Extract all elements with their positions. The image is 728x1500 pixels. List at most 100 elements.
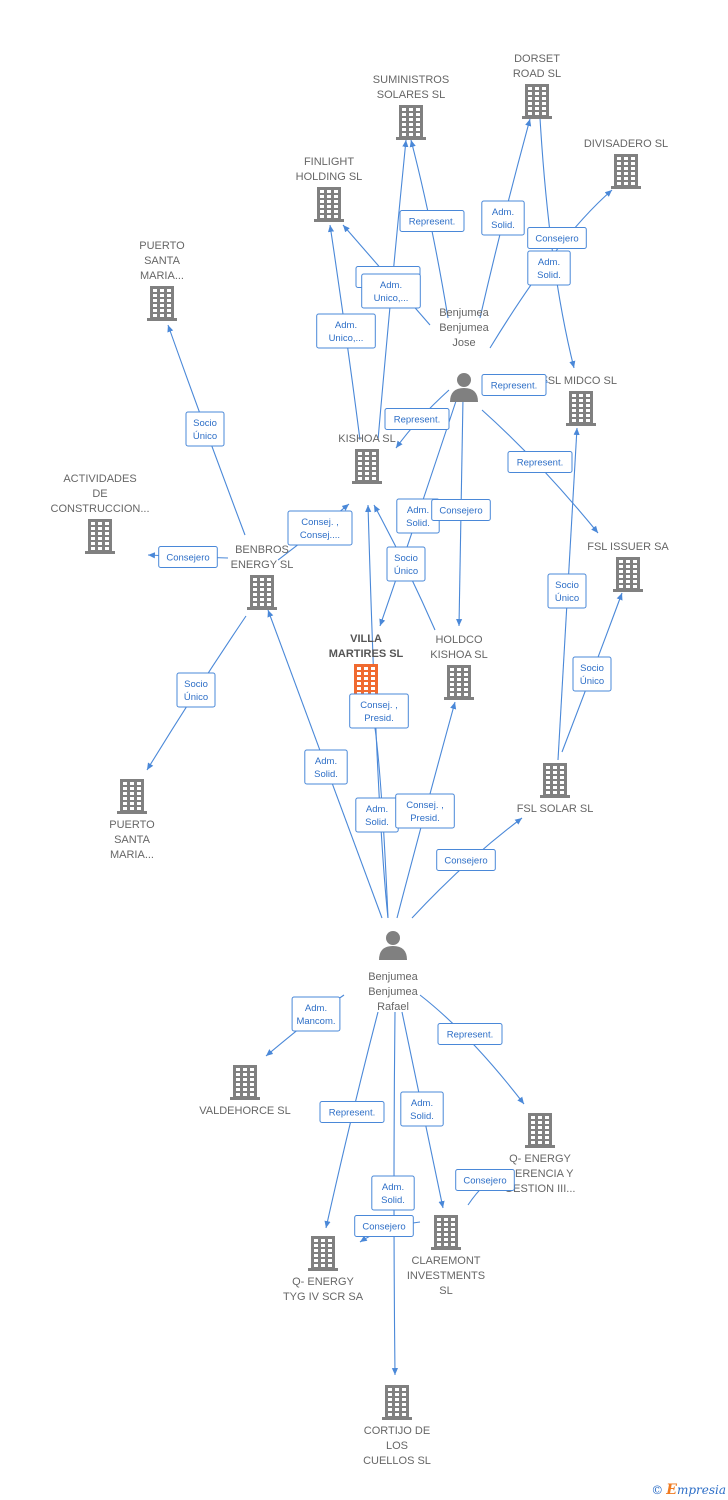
node-kishoa[interactable]: KISHOA SL	[338, 433, 396, 484]
edge-label-rafael-to-claremont[interactable]: Adm.Solid.	[400, 1091, 444, 1127]
edge-label-kishoa-to-finlight[interactable]: Adm.Unico,...	[316, 313, 376, 349]
building-window	[560, 766, 564, 769]
edge-label-rafael-to-fslsolar[interactable]: Consejero	[436, 849, 496, 871]
edge-label-text: Unico,...	[374, 293, 409, 304]
node-valdehorce[interactable]: VALDEHORCE SL	[199, 1065, 291, 1117]
building-icon	[247, 575, 277, 610]
building-window	[91, 537, 95, 540]
node-fslissuer[interactable]: FSL ISSUER SA	[587, 541, 669, 592]
edge-label-claremont-to-qenergy_tyg[interactable]: Consejero	[354, 1215, 414, 1237]
edge-label-box	[431, 499, 491, 521]
edge-label-jose-to-dorset[interactable]: Adm.Solid.	[481, 200, 525, 236]
edge-label-rafael-to-benbros[interactable]: Adm.Solid.	[304, 749, 348, 785]
building-window	[572, 399, 576, 402]
edge-label-text: Mancom.	[296, 1016, 335, 1027]
node-label: GERENCIA Y	[506, 1168, 574, 1180]
node-puerto2[interactable]: PUERTOSANTAMARIA...	[109, 779, 155, 861]
building-window	[167, 289, 171, 292]
node-actividades[interactable]: ACTIVIDADESDECONSTRUCCION...	[51, 473, 150, 554]
building-window	[531, 1141, 535, 1144]
node-label: PUERTO	[109, 819, 155, 831]
edge-label-rafael-to-qenergy_ger[interactable]: Represent.	[437, 1023, 503, 1045]
empresia-credit[interactable]: ©Empresia	[651, 1482, 726, 1498]
edge-label-benbros-to-actividades[interactable]: Consejero	[158, 546, 218, 568]
edge-label-rafael-to-kishoa[interactable]: Adm.Solid.	[355, 797, 399, 833]
building-window	[572, 394, 576, 397]
edge-label-claremont-to-qenergy_ger[interactable]: Consejero	[455, 1169, 515, 1191]
edge-label-text: Solid.	[410, 1111, 434, 1122]
edge-label-jose-to-divisadero[interactable]: Consejero	[527, 227, 587, 249]
building-window	[98, 522, 102, 525]
building-window	[153, 299, 157, 302]
building-base	[247, 607, 277, 610]
node-label: CONSTRUCCION...	[51, 503, 150, 515]
building-window	[450, 673, 454, 676]
building-window	[123, 787, 127, 790]
node-label: INVESTMENTS	[407, 1270, 485, 1282]
building-window	[267, 578, 271, 581]
edge-label-jose-to-suministros[interactable]: Represent.	[399, 210, 465, 232]
building-window	[631, 162, 635, 165]
building-window	[457, 693, 461, 696]
building-window	[243, 1068, 247, 1071]
building-window	[624, 172, 628, 175]
edge-label-rafael-to-holdco[interactable]: Consej. ,Presid.	[395, 793, 455, 829]
node-label: SANTA	[144, 255, 181, 267]
building-window	[542, 102, 546, 105]
building-window	[538, 1126, 542, 1129]
building-window	[586, 399, 590, 402]
edge-label-jose-to-holdco[interactable]: Consejero	[431, 499, 491, 521]
node-puerto1[interactable]: PUERTOSANTAMARIA...	[139, 240, 185, 321]
building-window	[371, 667, 375, 670]
edge-label-dorset-to-fslmidco[interactable]: Adm.Solid.	[527, 250, 571, 286]
node-divisadero[interactable]: DIVISADERO SL	[584, 138, 668, 189]
node-fslsolar[interactable]: FSL SOLAR SL	[517, 763, 594, 815]
building-window	[364, 667, 368, 670]
building-window	[617, 167, 621, 170]
node-fslmidco[interactable]: FSL MIDCO SL	[541, 375, 617, 426]
edge-label-rafael-to-qenergy_tyg[interactable]: Represent.	[319, 1101, 385, 1123]
edge-label-jose-to-kishoa[interactable]: Represent.	[384, 408, 450, 430]
edge-label-rafael-to-valdehorce[interactable]: Adm.Mancom.	[291, 996, 341, 1032]
building-window	[358, 472, 362, 475]
building-window	[364, 687, 368, 690]
edge-label-text: Represent.	[517, 458, 563, 469]
edge-label-rafael-to-cortijo[interactable]: Adm.Solid.	[371, 1175, 415, 1211]
edge-label-kishoa-to-suministros[interactable]: Adm.Unico,...	[361, 273, 421, 309]
building-window	[236, 1093, 240, 1096]
edge-label-benbros-to-kishoa[interactable]: Consej. ,Consej....	[287, 510, 353, 546]
edge-label-rafael-to-villa[interactable]: Consej. ,Presid.	[349, 693, 409, 729]
building-window	[314, 1244, 318, 1247]
building-window	[450, 688, 454, 691]
building-base	[431, 1247, 461, 1250]
building-window	[105, 547, 109, 550]
building-window	[320, 215, 324, 218]
edge-label-jose-to-fslmidco[interactable]: Represent.	[481, 374, 547, 396]
node-label: Benjumea	[368, 986, 418, 998]
building-window	[137, 797, 141, 800]
edge-label-jose-to-fslissuer[interactable]: Represent.	[507, 451, 573, 473]
edge-label-box	[291, 996, 341, 1032]
building-window	[633, 585, 637, 588]
building-window	[538, 1116, 542, 1119]
building-window	[250, 1088, 254, 1091]
building-window	[267, 593, 271, 596]
